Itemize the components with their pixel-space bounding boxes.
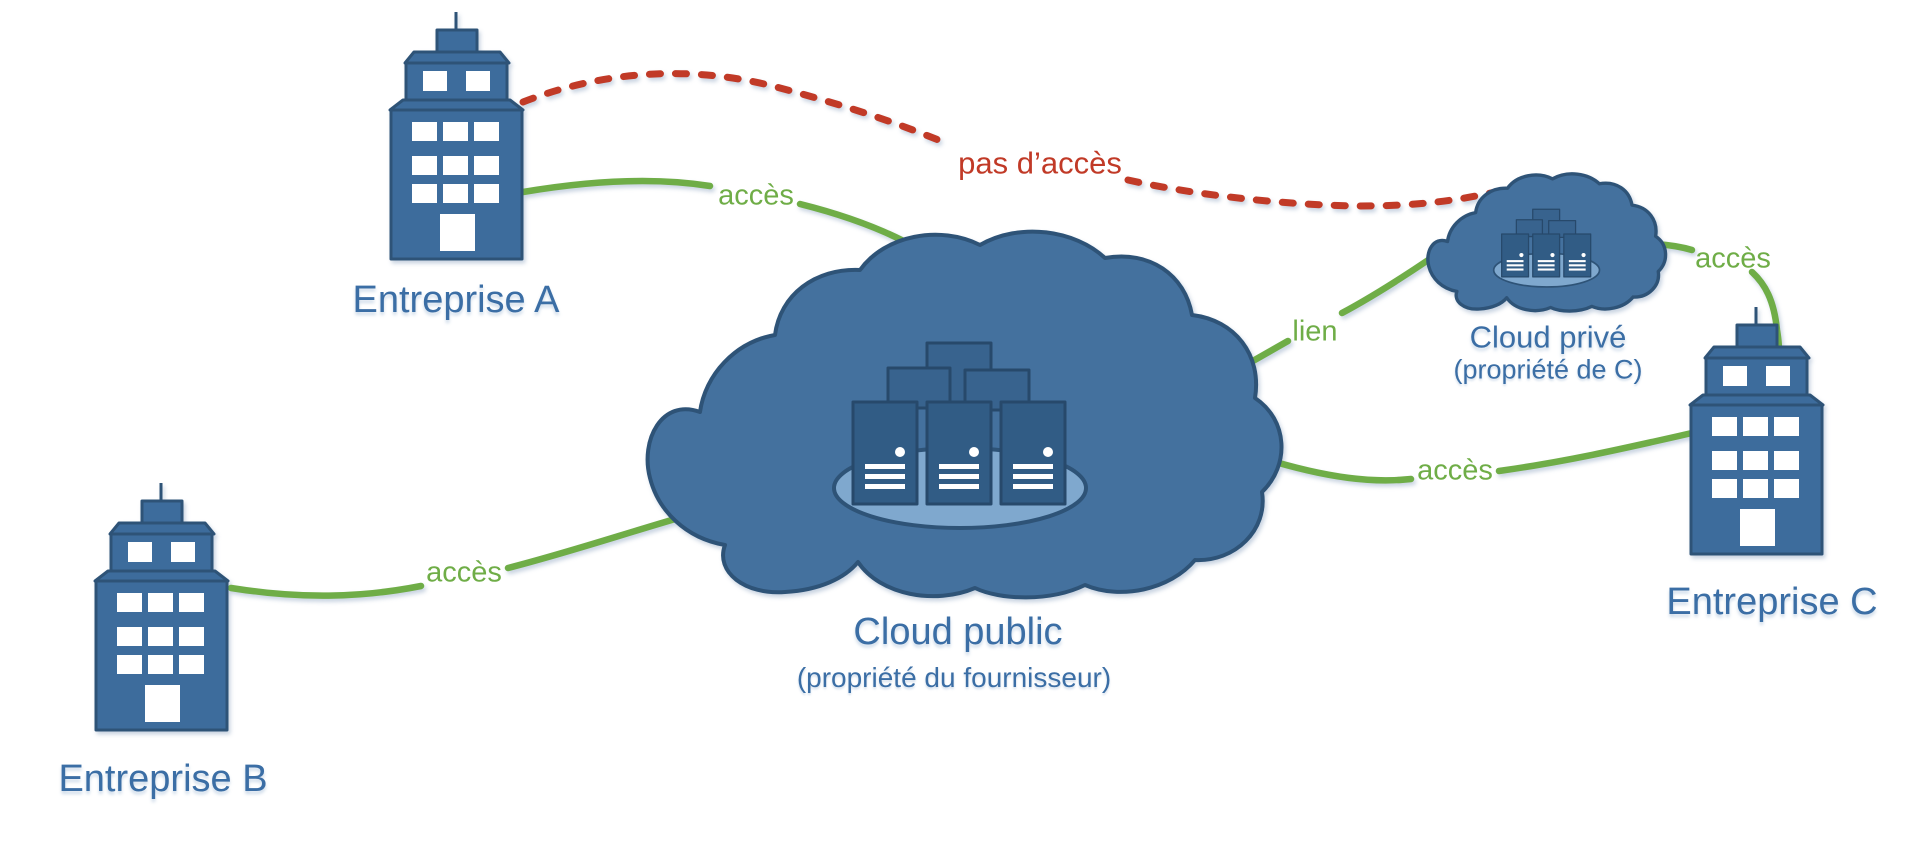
- access-line: [504, 513, 686, 572]
- edge-b-to-public-cloud: [227, 513, 686, 599]
- entreprise-c-label: Entreprise C: [1666, 581, 1878, 623]
- edge-a-to-private-cloud-no-access: [519, 70, 1504, 210]
- cloud-prive-sublabel: (propriété de C): [1453, 354, 1643, 385]
- edge-public-cloud-to-c: [1258, 429, 1696, 484]
- no-access-line: [1124, 176, 1504, 210]
- link-line: [1338, 248, 1444, 317]
- edge-label-acces-public-c: accès: [1417, 454, 1493, 487]
- building-icon: [93, 481, 230, 732]
- access-line: [519, 177, 714, 196]
- edge-public-cloud-to-private-cloud: [1231, 248, 1444, 375]
- building-icon: [388, 10, 525, 261]
- cloud-public-label: Cloud public: [853, 611, 1063, 653]
- access-line: [1258, 454, 1415, 484]
- access-line: [1495, 429, 1696, 475]
- edge-label-lien: lien: [1292, 315, 1338, 348]
- building-icon: [1688, 305, 1825, 556]
- edge-label-acces-a: accès: [718, 179, 794, 212]
- edge-label-acces-b: accès: [426, 556, 502, 589]
- cloud-prive-label: Cloud privé: [1469, 319, 1627, 355]
- access-line: [227, 582, 425, 599]
- entreprise-a-label: Entreprise A: [352, 279, 560, 321]
- no-access-line: [519, 70, 952, 148]
- cloud-public-sublabel: (propriété du fournisseur): [796, 662, 1112, 693]
- edge-label-pas-dacces: pas d’accès: [958, 145, 1122, 181]
- edge-label-acces-prive-c: accès: [1695, 242, 1771, 275]
- entreprise-b-label: Entreprise B: [58, 758, 268, 800]
